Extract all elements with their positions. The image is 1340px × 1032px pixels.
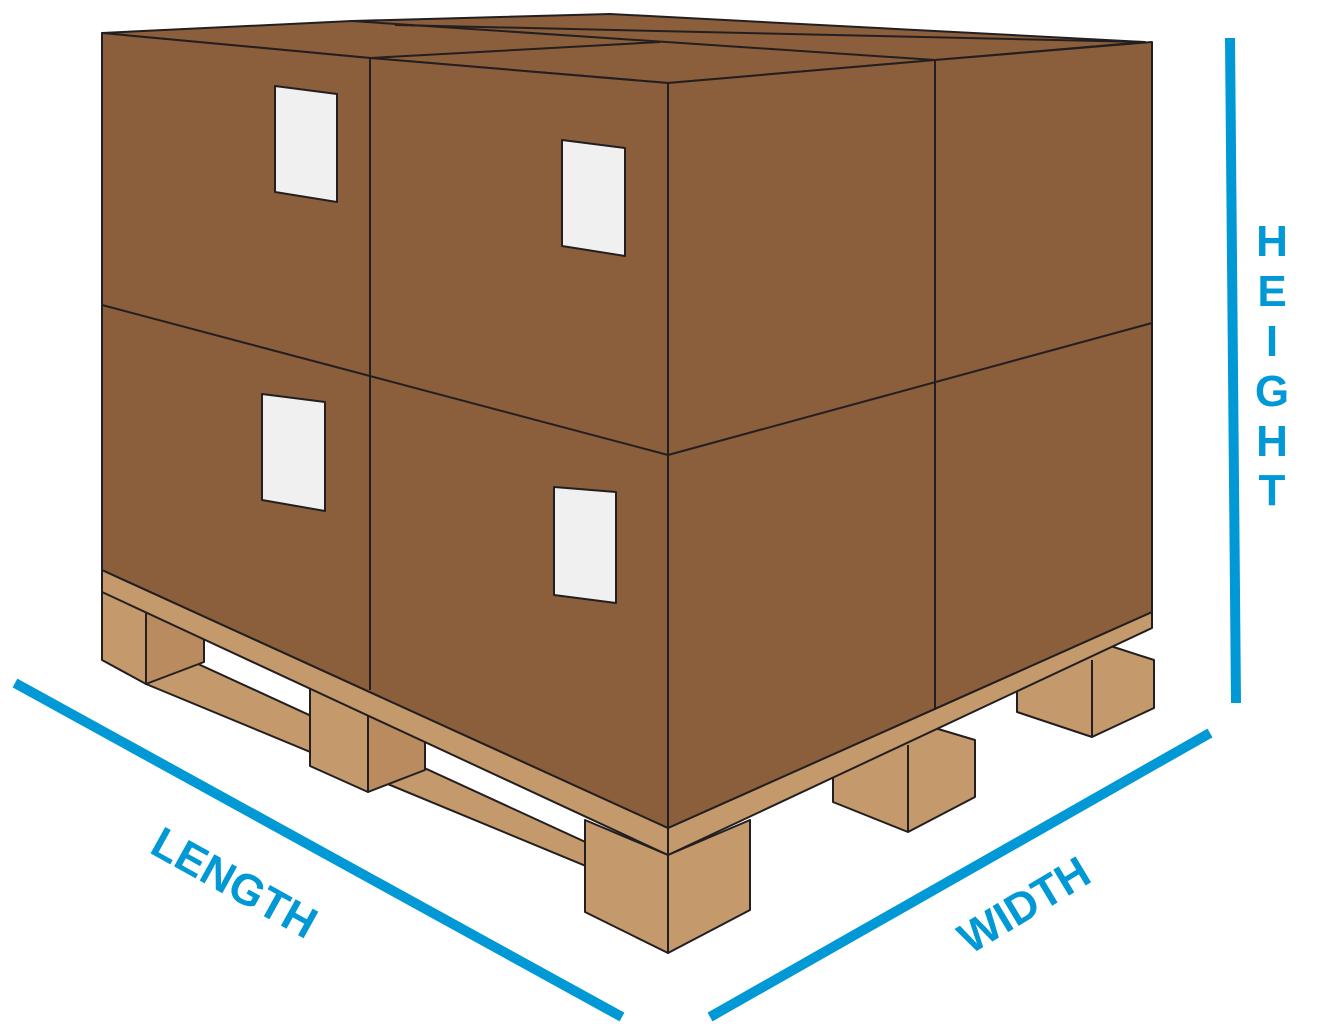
height-letter: E (1257, 267, 1286, 316)
shipping-label (553, 486, 617, 604)
shipping-label (561, 139, 626, 257)
height-letter: G (1255, 367, 1289, 416)
pallet-block (667, 819, 751, 954)
shipping-label (274, 85, 338, 203)
shipping-label (261, 393, 326, 512)
height-letter: I (1266, 317, 1278, 366)
height-letter: H (1256, 217, 1288, 266)
shipping-labels (261, 85, 626, 604)
height-label: H E I G H T (1255, 217, 1289, 515)
width-line (707, 728, 1213, 1022)
box-stack (101, 13, 1153, 829)
dimension-lines (12, 37, 1241, 1022)
stack-width-side (667, 41, 1153, 829)
length-line (12, 678, 625, 1022)
height-letter: T (1259, 466, 1286, 515)
pallet (101, 569, 1155, 954)
height-letter: H (1256, 417, 1288, 466)
height-line (1225, 37, 1241, 704)
